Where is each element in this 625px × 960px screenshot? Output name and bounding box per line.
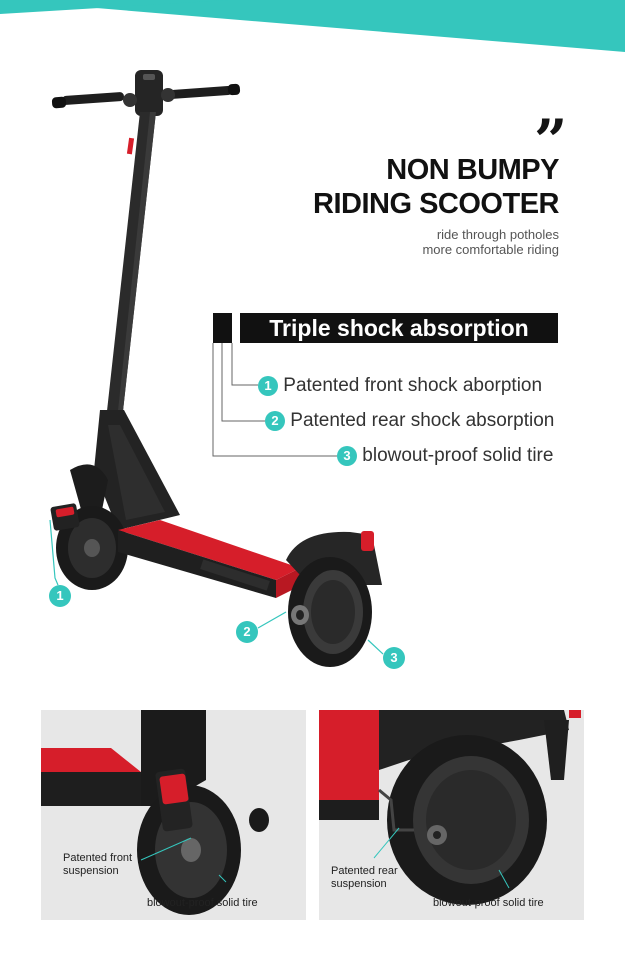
front-suspension-label-1: Patented front (63, 852, 133, 864)
rear-suspension-label-1: Patented rear (331, 865, 398, 877)
front-wheel-closeup (41, 710, 269, 915)
feature-label: Patented front shock aborption (283, 375, 543, 396)
handlebar (51, 70, 241, 116)
callout-badge-solid-tire: 3 (383, 647, 405, 669)
front-tire-label: blowout-proof solid tire (147, 897, 258, 909)
front-suspension-detail-panel: Patented front suspension blowout-proof … (41, 710, 306, 920)
feature-item-solid-tire: 3 blowout-proof solid tire (337, 445, 553, 467)
front-fender (70, 464, 108, 520)
feature-item-front-shock: 1 Patented front shock aborption (258, 375, 542, 397)
callout-badge-front-shock: 1 (49, 585, 71, 607)
teal-header-band (0, 0, 625, 52)
rear-light (361, 531, 374, 551)
feature-number-badge: 2 (265, 410, 285, 431)
subtitle-line-1: ride through potholes (436, 227, 559, 242)
triple-shock-banner: Triple shock absorption (240, 313, 558, 343)
feature-number-badge: 1 (258, 375, 278, 396)
front-suspension-label-2: suspension (63, 865, 119, 877)
headline-line-1: NON BUMPY (386, 154, 559, 186)
deck (118, 520, 300, 580)
rear-wheel-closeup (319, 710, 581, 905)
rear-suspension-detail-panel: Patented rear suspension blowout-proof s… (319, 710, 584, 920)
feature-label: Patented rear shock absorption (290, 410, 555, 431)
banner-square (213, 313, 232, 343)
rear-tire-label: blowout-proof solid tire (433, 897, 544, 909)
feature-number-badge: 3 (337, 445, 357, 466)
headline-line-2: RIDING SCOOTER (313, 188, 559, 220)
subtitle-line-2: more comfortable riding (422, 242, 559, 257)
rear-wheel (288, 557, 372, 667)
feature-item-rear-shock: 2 Patented rear shock absorption (265, 410, 554, 432)
rear-suspension-label-2: suspension (331, 878, 387, 890)
scooter-illustration (49, 70, 384, 667)
feature-label: blowout-proof solid tire (362, 445, 554, 466)
callout-badge-rear-shock: 2 (236, 621, 258, 643)
